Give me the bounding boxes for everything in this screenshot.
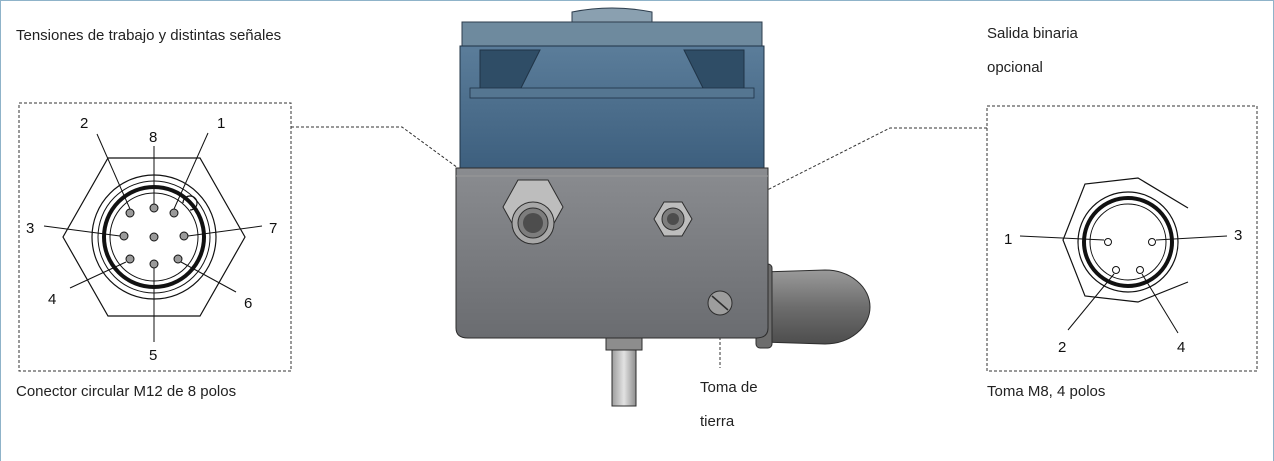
ground-label-line2: tierra: [700, 413, 735, 430]
m12-connector-icon: 1 2 3 4 5 6 7 8: [26, 115, 277, 364]
m12-pin-label: 1: [217, 115, 225, 132]
frame-left-border: [0, 0, 1, 461]
right-section-caption: Toma M8, 4 polos: [987, 383, 1106, 400]
left-detail-box: [18, 102, 292, 372]
m8-pin-label: 4: [1177, 339, 1185, 356]
m12-pin-label: 7: [269, 220, 277, 237]
right-section-title-line1: Salida binaria: [987, 25, 1078, 42]
left-section-caption: Conector circular M12 de 8 polos: [16, 383, 237, 400]
m8-pin-label: 3: [1234, 227, 1242, 244]
m8-connector-icon: 1 2 3 4: [1004, 177, 1242, 356]
m12-pin-label: 4: [48, 291, 56, 308]
right-section-title-line2: opcional: [987, 59, 1043, 76]
m12-pin-label: 3: [26, 220, 34, 237]
m8-pin-label: 2: [1058, 339, 1066, 356]
frame-top-border: [0, 0, 1274, 1]
m8-pin-label: 1: [1004, 231, 1012, 248]
m12-pin-label: 6: [244, 295, 252, 312]
right-leader-line: [691, 127, 987, 229]
right-detail-box: [986, 105, 1258, 372]
device-housing-drawing: [455, 7, 871, 407]
m12-pin-label: 5: [149, 347, 157, 364]
left-section-title: Tensiones de trabajo y distintas señales: [16, 27, 282, 44]
m12-pin-label: 8: [149, 129, 157, 146]
ground-label-line1: Toma de: [700, 379, 758, 396]
m12-pin-label: 2: [80, 115, 88, 132]
